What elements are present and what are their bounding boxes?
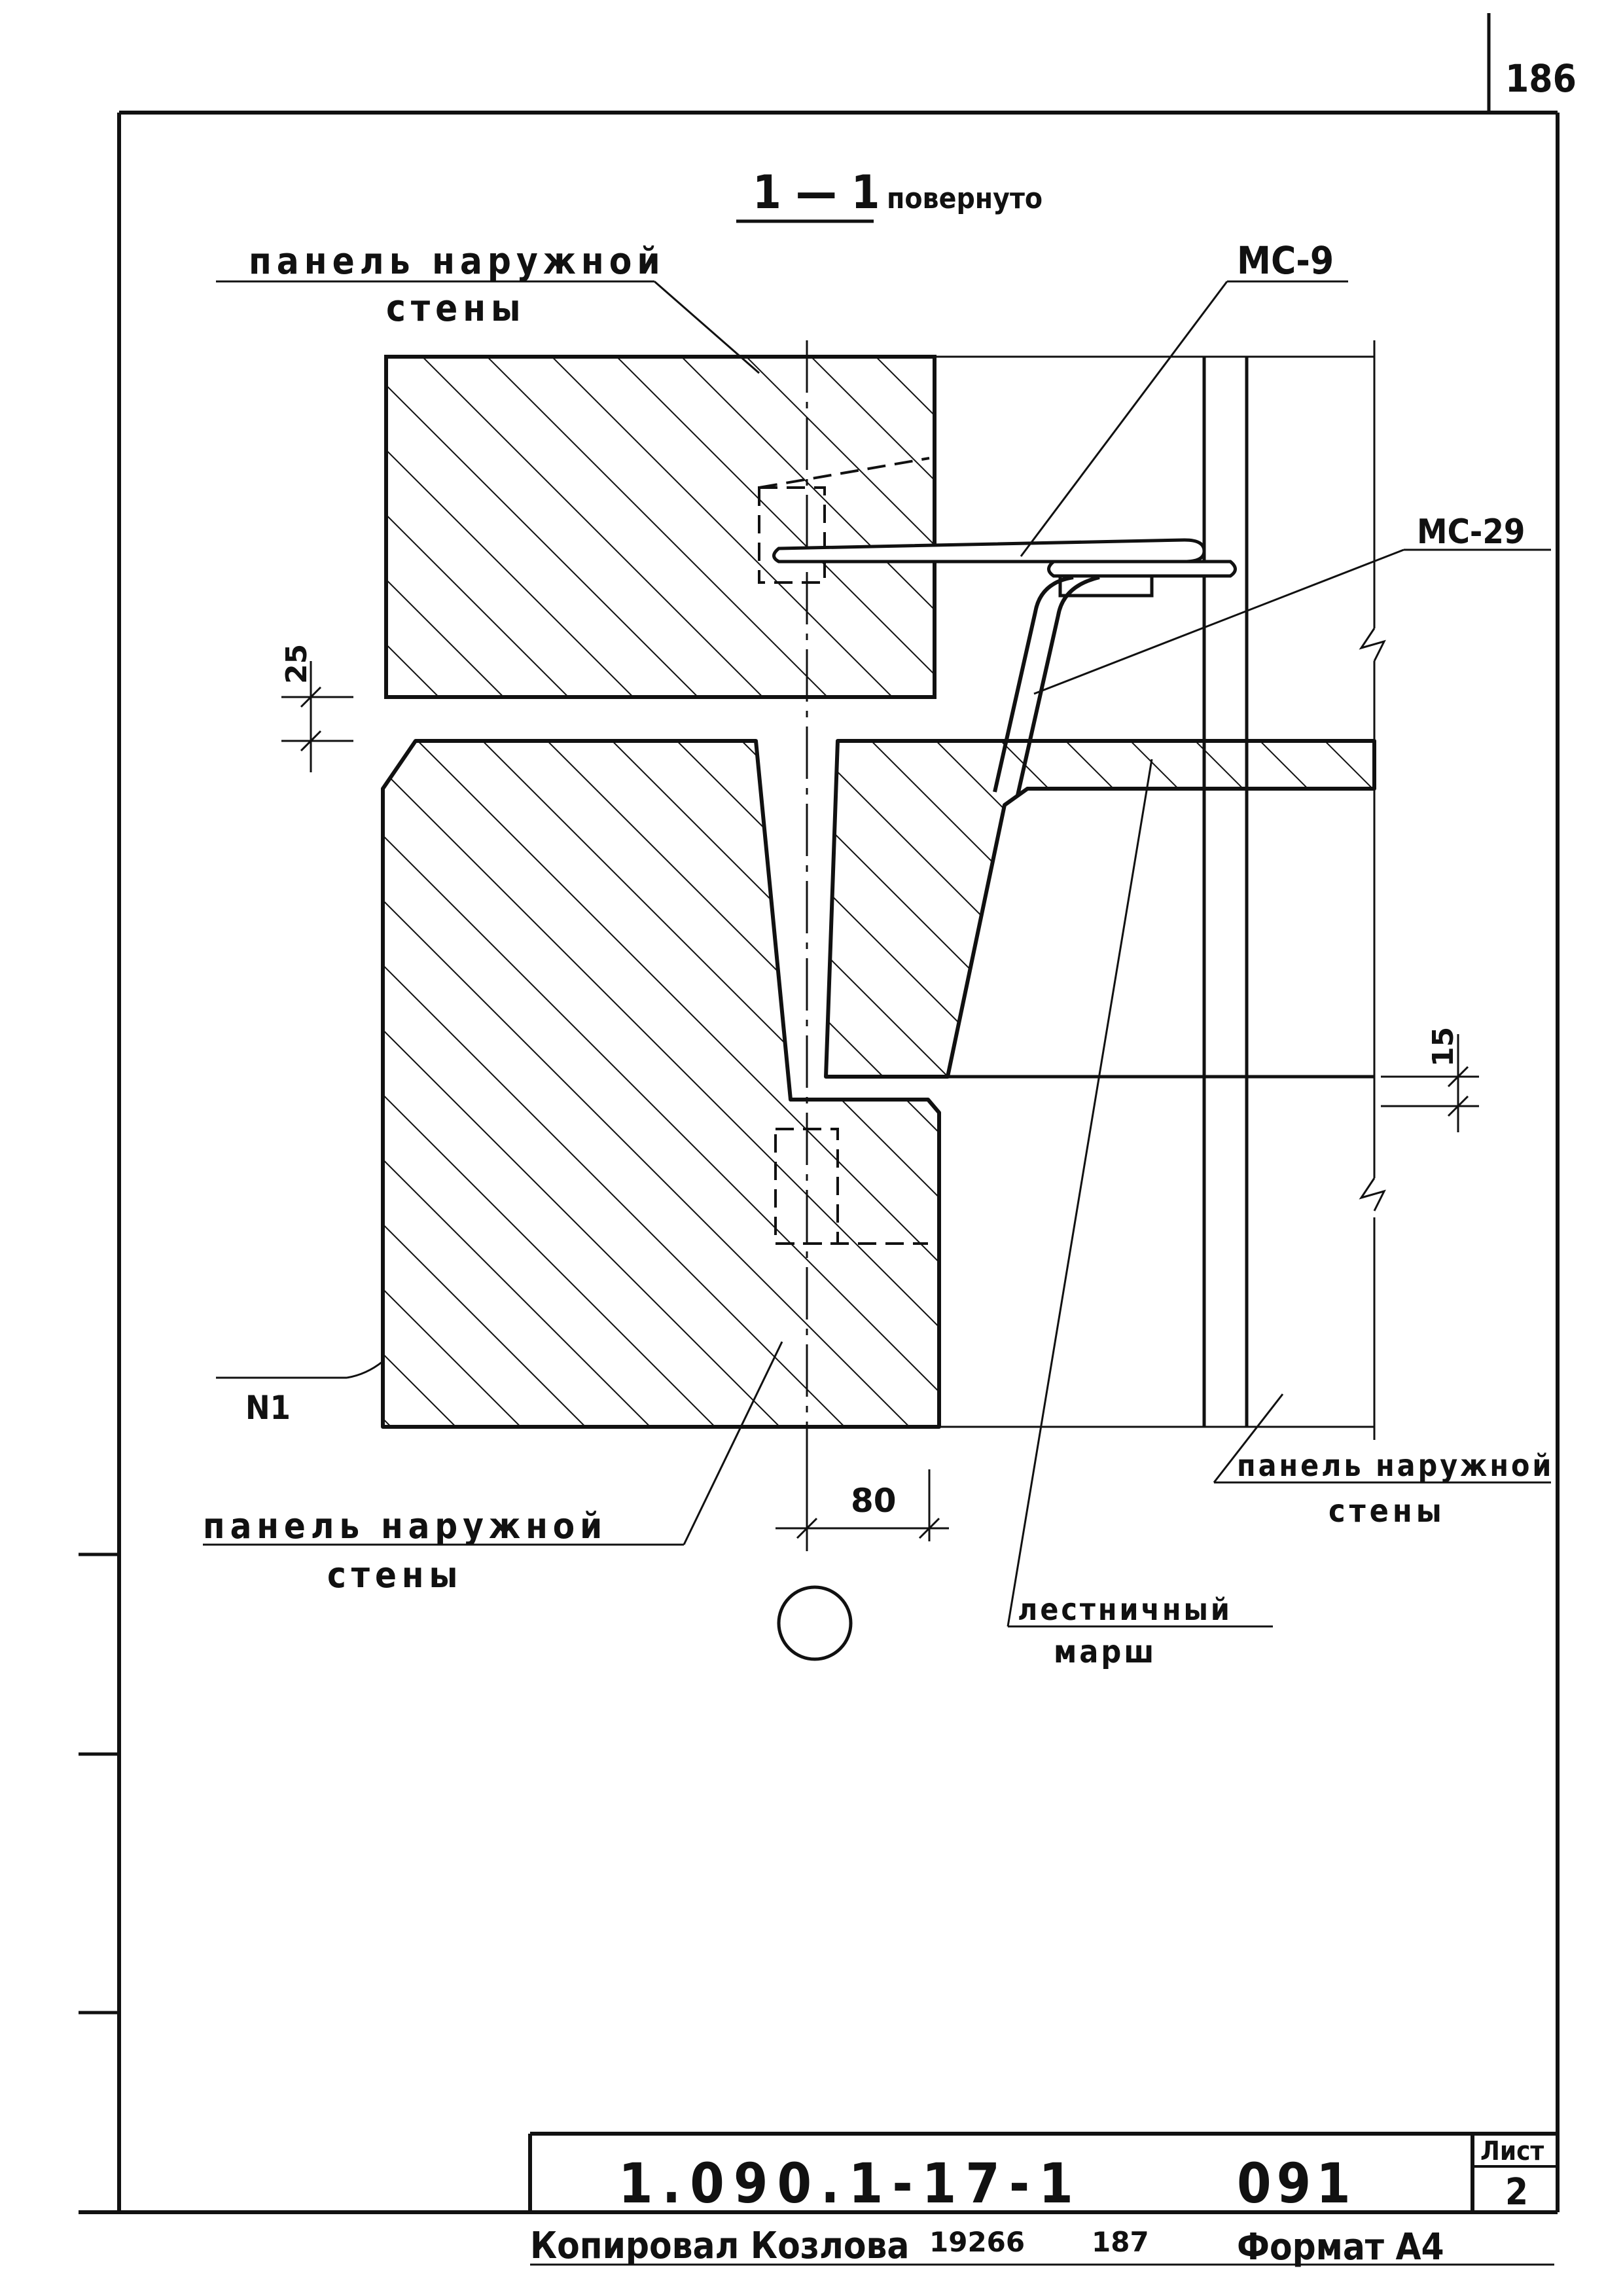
stamp-b: 187: [1092, 2226, 1149, 2258]
label-bottom-right-line1: панель наружной: [1237, 1448, 1554, 1483]
centre-axis: [777, 340, 853, 1661]
anchor-mc9: [772, 538, 1237, 598]
document-suffix: 091: [1237, 2151, 1356, 2215]
sheet-frame: [79, 13, 1560, 2214]
dimension-15-label: 15: [1427, 1027, 1460, 1067]
embedded-part-bottom: [774, 1128, 928, 1245]
leader-lines: [203, 280, 1551, 1628]
label-bottom-left-line1: панель наружной: [203, 1505, 607, 1547]
dimension-15: [1381, 1034, 1479, 1132]
label-stair-line1: лестничный: [1018, 1592, 1232, 1627]
label-n1: N1: [245, 1389, 291, 1427]
anchor-mc29: [993, 575, 1100, 796]
title-block: [528, 2132, 1558, 2266]
page-number: 186: [1505, 56, 1577, 101]
right-outer-wall-panel: [936, 340, 1386, 1440]
stamp-a: 19266: [929, 2226, 1025, 2258]
sheet-label: Лист: [1480, 2136, 1544, 2166]
top-outer-wall-panel: [384, 355, 936, 699]
copied-by: Копировал Козлова: [530, 2225, 909, 2267]
label-bottom-right-line2: стены: [1329, 1493, 1446, 1530]
embedded-part-top: [758, 457, 930, 584]
label-top-left-line2: стены: [386, 287, 526, 330]
format-label: Формат А4: [1237, 2226, 1444, 2269]
label-stair-line2: марш: [1054, 1634, 1156, 1670]
label-mc29: МС-29: [1417, 512, 1525, 552]
section-note: повернуто: [887, 182, 1043, 215]
stair-landing-slab: [824, 739, 1376, 1079]
sheet-number: 2: [1505, 2171, 1528, 2214]
dimension-25: [281, 661, 353, 772]
dimension-80-label: 80: [851, 1482, 897, 1520]
label-bottom-left-line2: стены: [327, 1554, 463, 1596]
label-mc9: МС-9: [1237, 238, 1334, 283]
dimension-80: [776, 1469, 949, 1541]
dimension-25-label: 25: [280, 644, 313, 684]
section-title: 1 — 1: [753, 166, 880, 219]
bottom-outer-wall-panel: [381, 739, 941, 1429]
document-code: 1.090.1-17-1: [618, 2151, 1082, 2215]
label-top-left-line1: панель наружной: [249, 240, 666, 283]
